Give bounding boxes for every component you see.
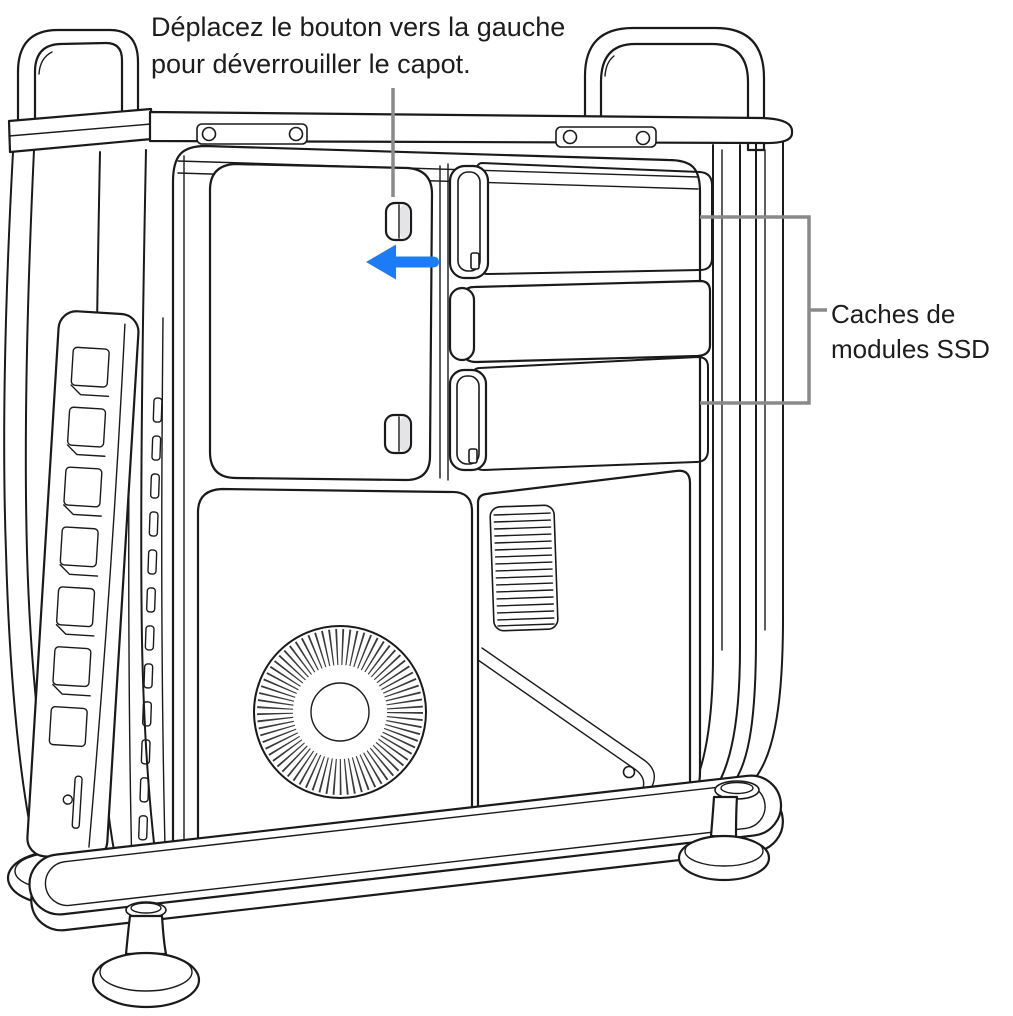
vent-grille	[489, 504, 559, 632]
ssd-label-line2: modules SSD	[831, 334, 990, 364]
left-arrow-icon	[366, 244, 439, 280]
ssd-cover-middle	[448, 279, 712, 364]
lower-right-panel	[476, 469, 692, 820]
cover-lock-slider	[384, 201, 413, 242]
ssd-label-line1: Caches de	[831, 299, 956, 329]
fan-hub	[310, 682, 370, 742]
ssd-covers	[448, 162, 713, 472]
unlock-instruction-text: Déplacez le bouton vers la gauche pour d…	[151, 9, 565, 83]
foot-front-left	[91, 901, 201, 1009]
ssd-latch-top	[448, 164, 490, 280]
ssd-cover-top	[448, 162, 713, 280]
ssd-cover-bottom	[448, 356, 709, 472]
rail-slots	[138, 397, 163, 841]
pcie-slot-covers	[26, 310, 140, 861]
fan-panel	[196, 487, 474, 862]
unlock-instruction-line1: Déplacez le bouton vers la gauche	[151, 12, 566, 42]
interior-floor	[477, 647, 656, 796]
ssd-latch-bottom	[448, 368, 488, 472]
foot-right	[677, 780, 771, 882]
right-frame-tubes	[692, 141, 784, 793]
access-door-panel	[208, 162, 434, 482]
fan	[253, 625, 427, 799]
callout-bracket-ssd	[700, 215, 827, 405]
rail-screw-plate-right	[555, 126, 657, 148]
rail-screw-plate-left	[196, 123, 308, 145]
right-handle	[583, 26, 766, 152]
unlock-instruction-line2: pour déverrouiller le capot.	[151, 49, 471, 79]
ssd-latch-middle	[448, 286, 476, 362]
secondary-slider	[383, 413, 413, 455]
base-plate	[28, 774, 784, 932]
ssd-covers-label: Caches de modules SSD	[831, 297, 990, 367]
screw-hole	[622, 765, 636, 779]
top-rail	[148, 110, 794, 148]
left-rail-bar	[7, 107, 154, 154]
